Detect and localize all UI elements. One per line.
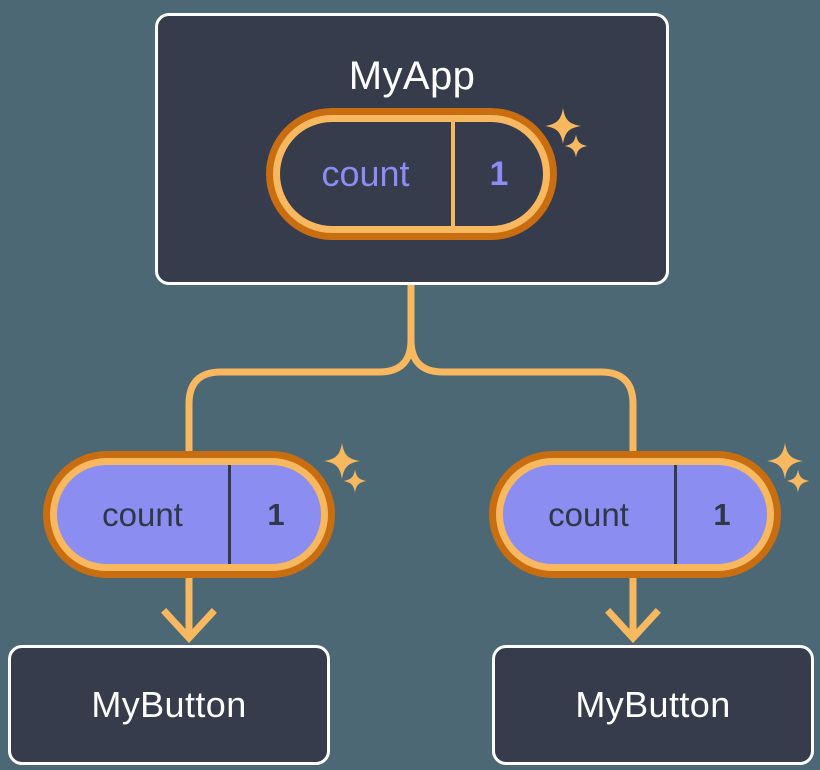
state-value-label: 1 [489,154,509,193]
state-pill-inner: count 1 [57,465,321,564]
sparkle-icon [342,468,368,494]
connector-branch-right [407,336,637,455]
node-label: MyButton [91,684,247,725]
page-title: MyApp [348,54,476,98]
connector-branch-left [185,336,415,455]
sparkle-icon [322,441,362,481]
state-pill-inner: count 1 [503,465,767,564]
state-pill-branch-right[interactable]: count 1 [489,451,781,578]
arrow-down-icon-left [161,608,217,644]
state-key-label: count [503,465,677,564]
node-card-mybutton-right[interactable]: MyButton [492,645,814,765]
state-key-label: count [57,465,231,564]
sparkle-icon [785,468,811,494]
state-value-label: 1 [267,496,285,532]
state-pill-inner: count 1 [280,122,543,226]
state-pill-band: count 1 [496,458,774,571]
arrow-down-icon-right [605,608,661,644]
state-value-label: 1 [713,496,731,532]
state-pill-band: count 1 [273,115,550,233]
sparkle-icon [765,441,805,481]
node-card-mybutton-left[interactable]: MyButton [8,645,330,765]
state-pill-root[interactable]: count 1 [266,108,557,240]
state-pill-branch-left[interactable]: count 1 [43,451,335,578]
state-key-label: count [280,122,455,226]
state-pill-band: count 1 [50,458,328,571]
node-label: MyButton [575,684,731,725]
